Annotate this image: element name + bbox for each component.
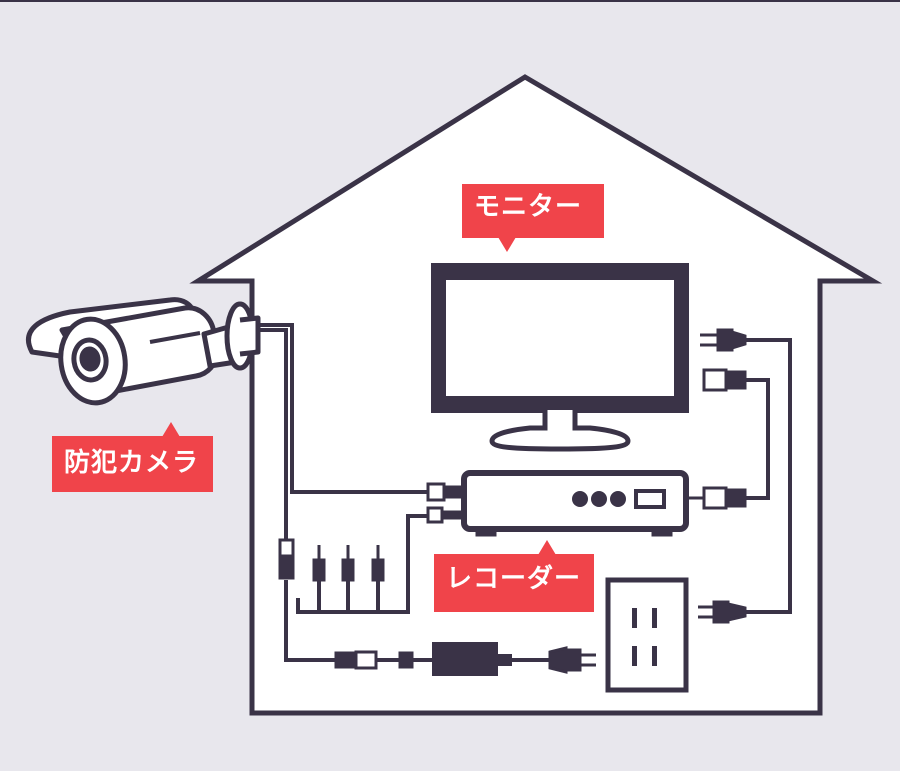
monitor-label: モニター xyxy=(462,184,604,252)
monitor-icon xyxy=(431,263,689,452)
cable-connectors xyxy=(278,482,464,670)
security-camera-icon xyxy=(26,297,261,406)
recorder-label: レコーダー xyxy=(434,540,594,612)
camera-label: 防犯カメラ xyxy=(52,422,213,492)
wall-outlet-icon xyxy=(605,577,689,693)
power-adapter-icon xyxy=(432,642,512,676)
cables xyxy=(258,323,792,662)
recorder-icon xyxy=(461,470,689,537)
power-plug-icon xyxy=(548,328,747,674)
